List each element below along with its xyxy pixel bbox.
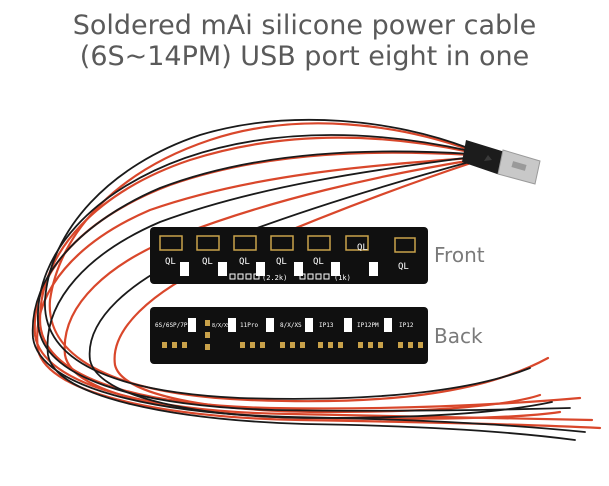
front-label: Front [434, 243, 485, 267]
wire-bundle [31, 118, 602, 441]
resistor-label: (2.2k) [262, 274, 287, 282]
front-notches [180, 262, 378, 276]
usb-plug [462, 140, 541, 185]
product-title: Soldered mAi silicone power cable (6S~14… [0, 10, 609, 72]
ql-mark: QL [202, 257, 213, 267]
title-line-1: Soldered mAi silicone power cable [72, 10, 537, 41]
model-mark: 6S/6SP/7P [155, 322, 188, 329]
ql-mark: QL [239, 257, 250, 267]
front-connectors [159, 235, 416, 253]
ql-mark: QL [398, 262, 409, 272]
model-mark: 8/X/XS [212, 323, 230, 329]
model-mark: IP12 [399, 322, 414, 329]
model-mark: IP12PM [357, 322, 379, 329]
back-notches [188, 318, 392, 332]
ql-mark: QL [357, 243, 368, 253]
ql-mark: QL [165, 257, 176, 267]
title-line-2: (6S~14PM) USB port eight in one [79, 41, 530, 72]
front-ql-marks: QL QL QL QL QL QL QL [165, 243, 409, 272]
resistor-label: (1k) [334, 274, 351, 282]
back-board: 6S/6SP/7P 8/X/XS 11Pro 8/X/XS IP13 IP12P… [150, 307, 428, 364]
back-solder-pads [162, 320, 423, 350]
back-model-marks: 6S/6SP/7P 8/X/XS 11Pro 8/X/XS IP13 IP12P… [155, 322, 414, 329]
model-mark: 8/X/XS [280, 322, 302, 329]
model-mark: IP13 [319, 322, 334, 329]
ql-mark: QL [313, 257, 324, 267]
back-label: Back [434, 324, 483, 348]
front-resistor-pads [229, 273, 330, 280]
front-board: QL QL QL QL QL QL QL (2.2k) (1k) [150, 227, 428, 284]
model-mark: 11Pro [240, 322, 258, 329]
ql-mark: QL [276, 257, 287, 267]
black-wires [31, 118, 586, 441]
